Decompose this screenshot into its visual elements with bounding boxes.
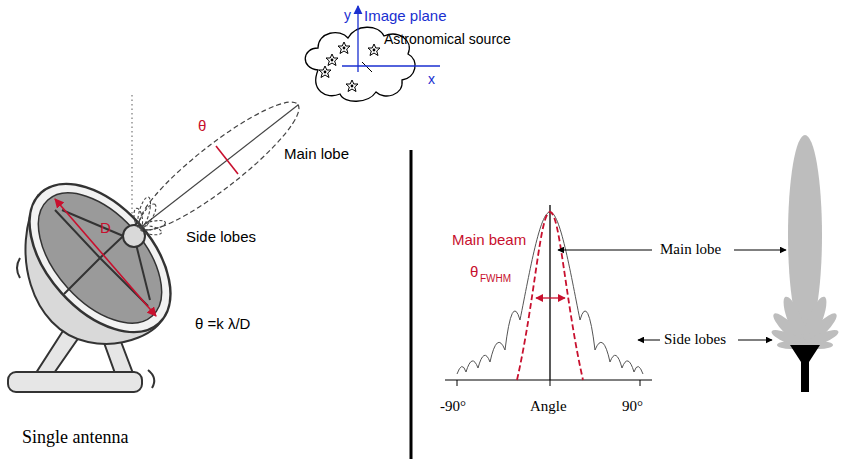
lobe-label: Main lobe xyxy=(284,146,349,163)
axis-label: x xyxy=(428,72,435,87)
beam-label: Main beam xyxy=(452,232,526,249)
plane-title: Image plane xyxy=(364,8,447,25)
subscript: FWHM xyxy=(480,273,511,284)
panel-caption: Single antenna xyxy=(22,428,128,448)
antenna xyxy=(2,95,197,392)
angle-symbol: θ xyxy=(470,264,478,281)
divider xyxy=(410,150,413,459)
lobe-label: Side lobes xyxy=(664,331,726,348)
lobe-label: Side lobes xyxy=(186,229,256,246)
axis-label: y xyxy=(344,8,351,23)
dish-diameter-arrow xyxy=(55,199,156,316)
formula: θ =k λ/D xyxy=(195,316,250,333)
beam-icon xyxy=(770,135,841,392)
diameter-label: D xyxy=(100,220,111,237)
lobe-label: Main lobe xyxy=(660,241,721,258)
angle-symbol: θ xyxy=(198,118,206,135)
beam-lobes xyxy=(127,87,312,245)
tick-label: -90° xyxy=(440,398,466,415)
tick-label: 90° xyxy=(622,398,643,415)
beam-pattern-plot xyxy=(445,205,786,386)
source-label: Astronomical source xyxy=(384,32,511,47)
axis-title: Angle xyxy=(530,398,567,415)
